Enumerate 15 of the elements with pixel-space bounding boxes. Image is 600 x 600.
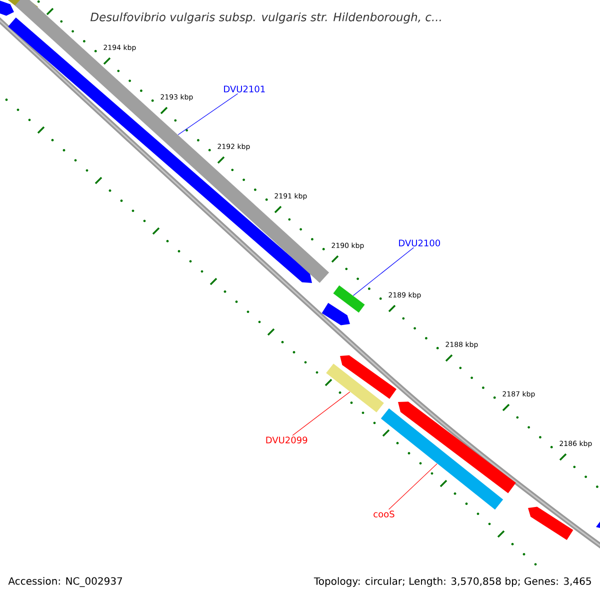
- gene-label: DVU2100: [399, 240, 440, 246]
- gene-label: cooS: [374, 510, 394, 518]
- leader-line: [178, 93, 238, 136]
- leader-line: [388, 463, 438, 510]
- footer-text: Topology: circular; Length: 3,570,858 bp; Genes: 3,465: [314, 577, 591, 587]
- footer-text: Accession: NC_002937: [8, 577, 122, 587]
- gene-label: DVU2101: [224, 86, 265, 92]
- gene-bar: [14, 0, 330, 283]
- gene-bar: [326, 364, 384, 412]
- gene-bar: [333, 285, 365, 313]
- leader-line: [352, 247, 414, 296]
- title: Desulfovibrio vulgaris subsp. vulgaris str. Hildenborough, c...: [90, 12, 441, 24]
- gene-label: DVU2099: [266, 436, 308, 444]
- gene-bar: [380, 408, 504, 510]
- leader-line: [292, 392, 350, 436]
